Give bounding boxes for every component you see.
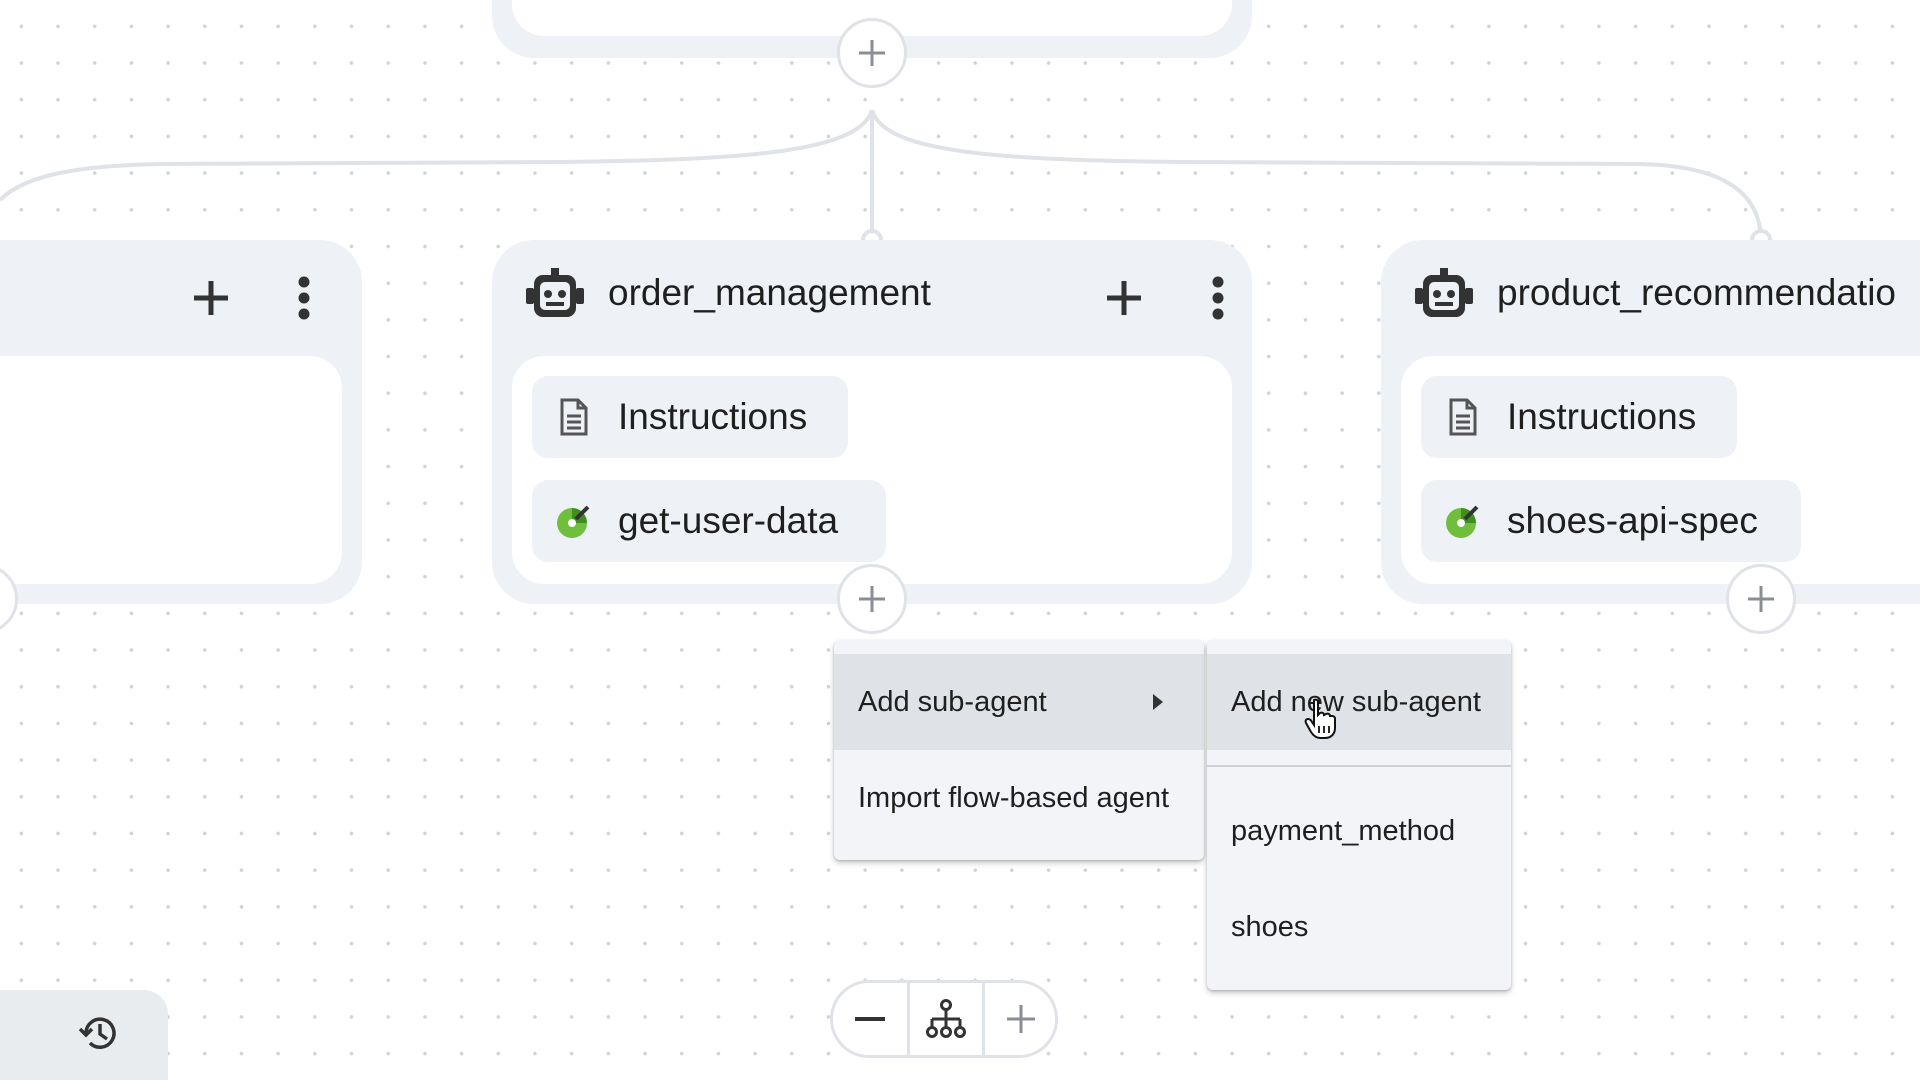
submenu-item-existing-agent[interactable]: payment_method [1207,783,1511,879]
chip-label: shoes-api-spec [1507,500,1758,541]
menu-divider [1207,765,1511,767]
more-vert-icon [1212,276,1224,320]
agent-title: order_management [608,272,931,313]
history-panel [0,990,168,1080]
zoom-in-button[interactable] [985,983,1057,1055]
menu-item-label: Add sub-agent [858,685,1047,718]
robot-icon [526,268,584,317]
agent-card-left [0,240,362,604]
robot-icon [1415,268,1473,317]
zoom-controls [830,980,1058,1058]
agent-card-order-management: order_management Instructions get-user-d… [492,240,1252,604]
menu-item-import-flow[interactable]: Import flow-based agent [834,750,1204,846]
more-options-button[interactable] [1192,272,1244,324]
add-sub-agent-button-right[interactable] [1726,564,1796,634]
plus-icon [1748,586,1774,612]
plus-icon [194,281,228,315]
chip-label: Instructions [1507,396,1697,437]
submenu: Add new sub-agent payment_method shoes [1207,640,1511,990]
submenu-item-add-new[interactable]: Add new sub-agent [1207,654,1511,750]
menu-item-label: shoes [1231,910,1309,943]
more-options-button[interactable] [278,272,330,324]
chip-label: get-user-data [618,500,839,541]
submenu-arrow-icon [1153,694,1163,710]
plus-icon [1107,281,1141,315]
plus-icon [859,40,885,66]
more-vert-icon [298,276,310,320]
menu-item-label: Add new sub-agent [1231,685,1481,718]
add-sub-agent-button[interactable] [837,564,907,634]
plus-icon [1007,1005,1035,1033]
chip-tool[interactable]: get-user-data [532,480,886,562]
zoom-out-button[interactable] [833,983,907,1055]
chip-instructions[interactable]: Instructions [532,376,848,458]
chip-tool[interactable]: shoes-api-spec [1421,480,1801,562]
menu-item-add-sub-agent[interactable]: Add sub-agent [834,654,1204,750]
add-tool-button[interactable] [1098,272,1150,324]
agent-title: product_recommendatio [1497,272,1896,313]
submenu-item-existing-agent[interactable]: shoes [1207,879,1511,975]
plus-icon [859,586,885,612]
menu-item-label: payment_method [1231,814,1456,847]
minus-icon [855,1017,885,1021]
hierarchy-icon [926,999,966,1038]
chip-label: Instructions [618,396,808,437]
add-tool-button[interactable] [185,272,237,324]
menu-item-label: Import flow-based agent [858,781,1170,814]
add-button-top[interactable] [837,18,907,88]
tool-icon [556,501,592,541]
agent-card-product-recommendation: product_recommendatio Instructions shoes… [1381,240,1920,604]
chip-instructions[interactable]: Instructions [1421,376,1737,458]
history-icon [78,1017,116,1049]
fit-view-button[interactable] [910,983,982,1055]
document-icon [556,397,592,437]
history-button[interactable] [78,1012,122,1056]
tool-icon [1445,501,1481,541]
document-icon [1445,397,1481,437]
context-menu: Add sub-agent Import flow-based agent [834,640,1204,860]
